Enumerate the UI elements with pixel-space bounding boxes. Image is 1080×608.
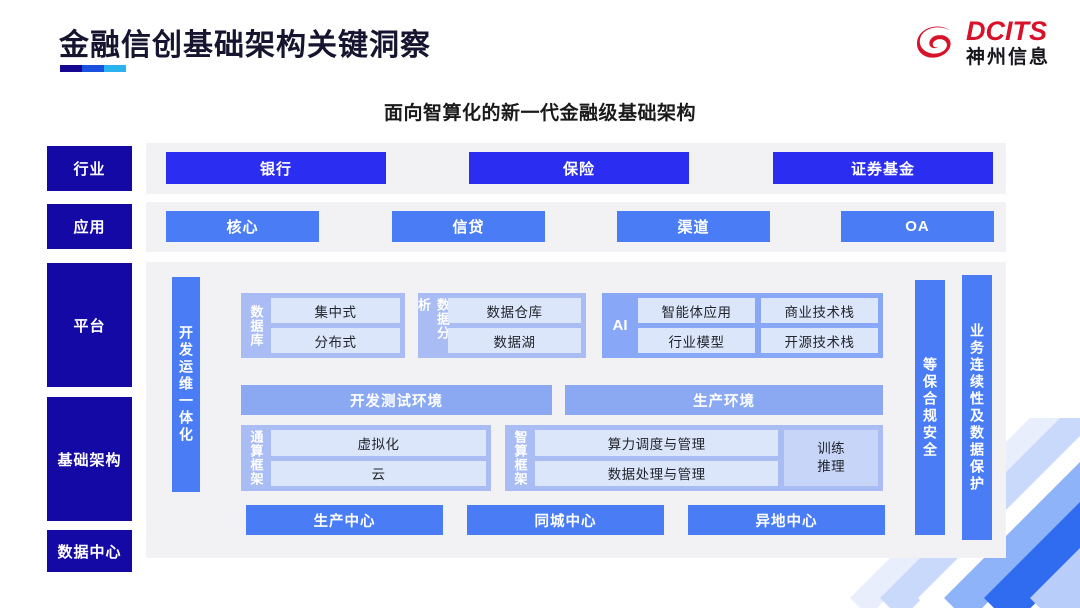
industry-box-securities-fund[interactable]: 证券基金 — [773, 152, 993, 184]
stage-label-text: 平台 — [73, 317, 106, 335]
industry-label: 保险 — [562, 160, 595, 178]
stage-label-infrastructure: 基础架构 — [47, 397, 132, 521]
vertical-bar-label: 开发运维一体化 — [178, 325, 194, 444]
group-label-database: 数据库 — [248, 304, 264, 347]
industry-box-bank[interactable]: 银行 — [166, 152, 386, 184]
datacenter-bar-remote[interactable]: 异地中心 — [688, 505, 885, 535]
application-box-oa[interactable]: OA — [841, 211, 994, 242]
vertical-bar-business-continuity[interactable]: 业务连续性及数据保护 — [962, 275, 992, 540]
group-label-data-analytics: 数据分析 — [416, 298, 450, 340]
subtitle: 面向智算化的新一代金融级基础架构 — [383, 103, 696, 124]
item-training-inference[interactable]: 训练 推理 — [784, 430, 878, 486]
item-compute-scheduling[interactable]: 算力调度与管理 — [535, 430, 779, 456]
env-bar-production[interactable]: 生产环境 — [565, 385, 883, 415]
group-label-ai: AI — [612, 317, 628, 334]
stage-label-text: 应用 — [73, 219, 106, 236]
application-box-credit[interactable]: 信贷 — [392, 211, 545, 242]
stage-label-text: 数据中心 — [57, 543, 122, 561]
item-data-warehouse[interactable]: 数据仓库 — [448, 298, 581, 323]
vertical-bar-compliance-security[interactable]: 等保合规安全 — [915, 280, 945, 535]
logo-english-text: DCITS — [965, 16, 1047, 46]
application-box-core[interactable]: 核心 — [166, 211, 319, 242]
group-data-analytics: 数据分析 数据仓库 数据湖 — [416, 293, 586, 358]
datacenter-bar-metro[interactable]: 同城中心 — [467, 505, 664, 535]
brand-logo: DCITS 神州信息 — [916, 18, 1050, 67]
group-intelligent-compute-framework: 智算框架 算力调度与管理 数据处理与管理 训练 推理 — [505, 425, 883, 491]
stage-label-industry: 行业 — [47, 146, 132, 191]
dcits-swirl-icon — [916, 26, 951, 58]
vertical-bar-label: 业务连续性及数据保护 — [969, 322, 985, 493]
page-title: 金融信创基础架构关键洞察 — [59, 29, 431, 62]
item-cloud[interactable]: 云 — [271, 460, 486, 486]
application-label: 核心 — [226, 219, 259, 236]
training-label: 训练 — [817, 440, 846, 456]
group-general-compute-framework: 通算框架 虚拟化 云 — [241, 425, 491, 491]
datacenter-label: 生产中心 — [313, 513, 376, 530]
datacenter-label: 同城中心 — [534, 513, 597, 530]
logo-chinese-text: 神州信息 — [965, 47, 1050, 68]
stage-label-application: 应用 — [47, 204, 132, 249]
application-label: 渠道 — [677, 219, 710, 236]
env-bar-dev-test[interactable]: 开发测试环境 — [241, 385, 552, 415]
industry-box-insurance[interactable]: 保险 — [469, 152, 689, 184]
item-virtualization[interactable]: 虚拟化 — [271, 430, 486, 456]
stage-label-text: 基础架构 — [57, 451, 122, 469]
datacenter-label: 异地中心 — [755, 513, 818, 530]
title-underline — [60, 65, 126, 72]
env-bar-label: 生产环境 — [693, 393, 755, 410]
vertical-bar-devops[interactable]: 开发运维一体化 — [172, 277, 200, 492]
item-distributed[interactable]: 分布式 — [271, 328, 400, 353]
stage-label-text: 行业 — [73, 161, 106, 178]
industry-label: 证券基金 — [850, 160, 915, 178]
item-opensource-tech-stack[interactable]: 开源技术栈 — [761, 328, 878, 353]
item-data-processing[interactable]: 数据处理与管理 — [535, 460, 779, 486]
application-label: 信贷 — [452, 219, 485, 236]
vertical-bar-label: 等保合规安全 — [922, 356, 938, 459]
group-database: 数据库 集中式 分布式 — [241, 293, 405, 358]
item-data-lake[interactable]: 数据湖 — [448, 328, 581, 353]
group-label-intelligent-compute: 智算框架 — [512, 430, 528, 486]
stage-label-datacenter: 数据中心 — [47, 530, 132, 572]
application-label: OA — [905, 218, 930, 235]
item-industry-model[interactable]: 行业模型 — [638, 328, 755, 353]
datacenter-bar-production[interactable]: 生产中心 — [246, 505, 443, 535]
stage-label-platform: 平台 — [47, 263, 132, 387]
group-ai: AI 智能体应用 行业模型 商业技术栈 开源技术栈 — [602, 293, 883, 358]
item-commercial-tech-stack[interactable]: 商业技术栈 — [761, 298, 878, 323]
inference-label: 推理 — [817, 459, 846, 474]
env-bar-label: 开发测试环境 — [350, 393, 443, 410]
group-label-general-compute: 通算框架 — [248, 430, 264, 486]
application-box-channel[interactable]: 渠道 — [617, 211, 770, 242]
item-centralized[interactable]: 集中式 — [271, 298, 400, 323]
item-agent-application[interactable]: 智能体应用 — [638, 298, 755, 323]
industry-label: 银行 — [259, 160, 292, 178]
